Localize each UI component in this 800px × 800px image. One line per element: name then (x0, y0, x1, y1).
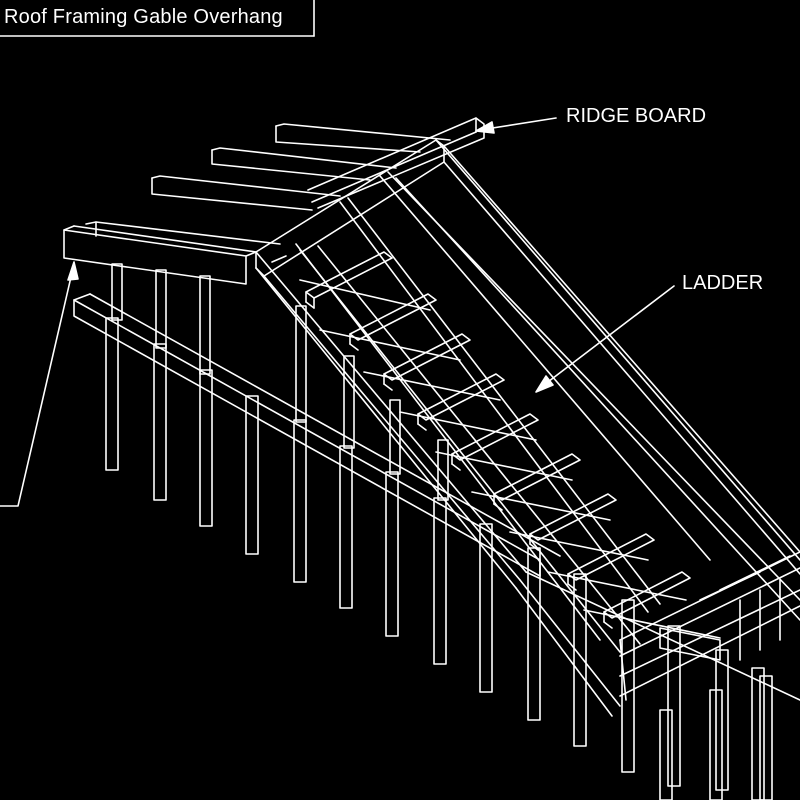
title-block (0, 0, 315, 37)
drawing-title: Roof Framing Gable Overhang (4, 6, 283, 28)
ladder-rungs (305, 251, 691, 629)
wall-studs (105, 263, 773, 800)
ridge-board-leader (475, 117, 557, 134)
gable-overhang-board (63, 225, 257, 285)
gable-rafter (379, 139, 800, 621)
inner-rafters (271, 245, 791, 661)
right-wall-framing (619, 579, 781, 701)
ladder-label: LADDER (682, 272, 764, 294)
overhang-leader (0, 261, 79, 507)
rear-joists (85, 123, 451, 245)
ridge-board-label: RIDGE BOARD (566, 105, 707, 127)
barge-rafter (255, 139, 527, 589)
ladder-leader (535, 285, 675, 393)
ladder-rails (295, 197, 800, 717)
